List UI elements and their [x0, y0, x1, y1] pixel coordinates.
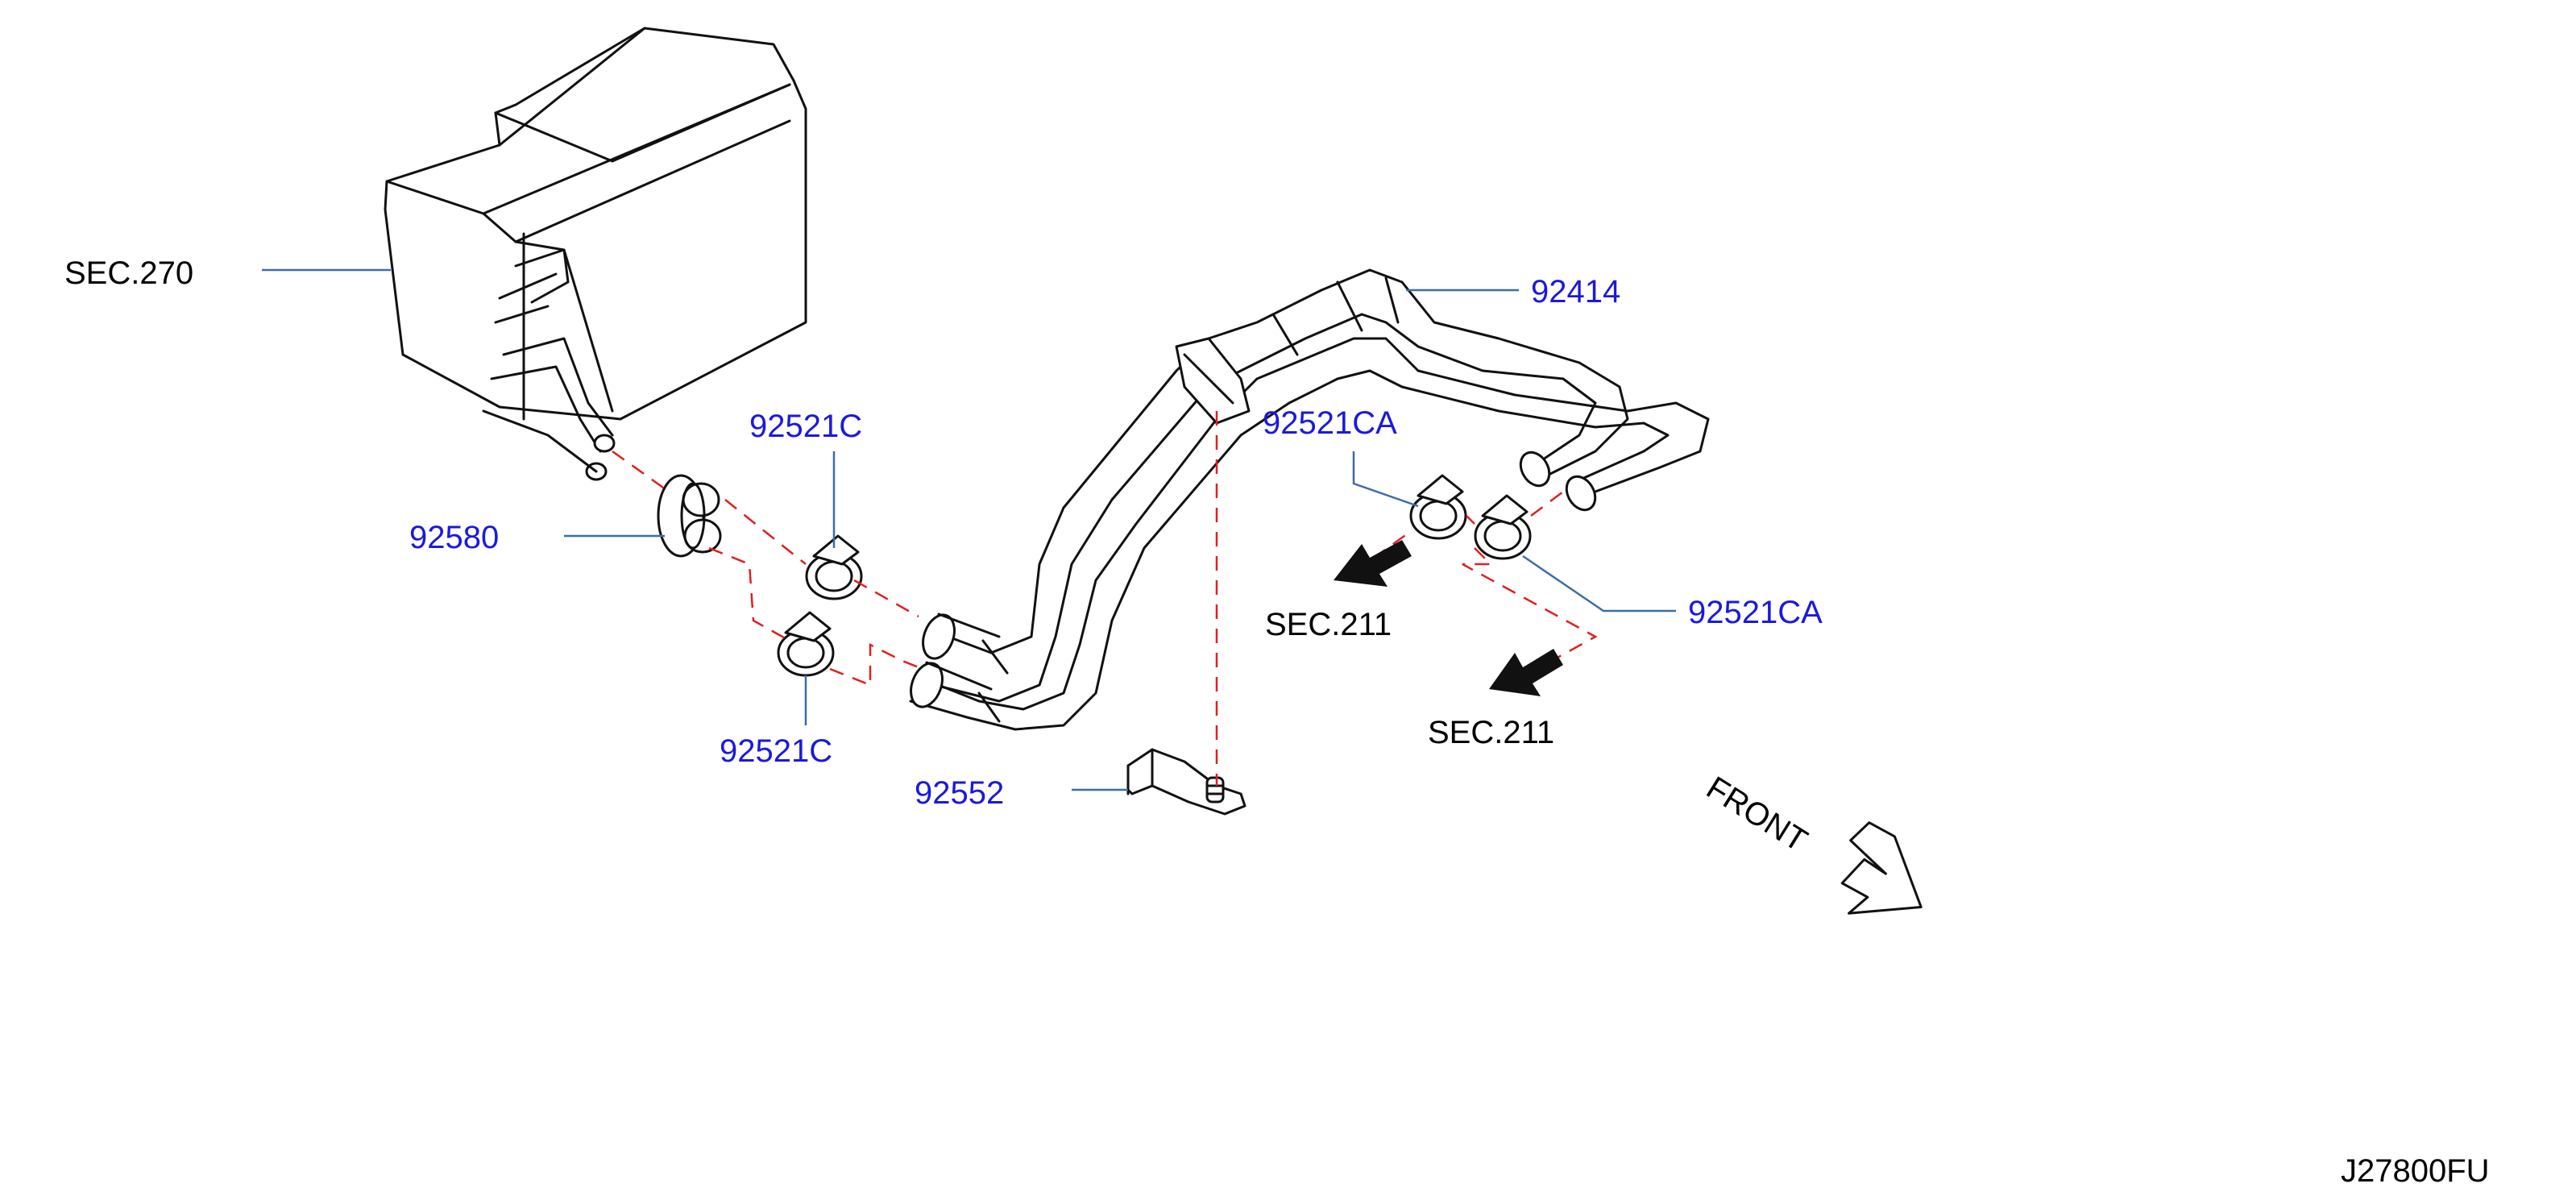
front-arrow-icon: [1840, 821, 1923, 915]
sec270-label[interactable]: SEC.270: [64, 255, 193, 291]
part-number-92552[interactable]: 92552: [915, 775, 1004, 811]
bracket-92552: [1126, 748, 1247, 816]
part-number-92521c-top[interactable]: 92521C: [749, 409, 862, 444]
sec211-arrow-left: [1334, 540, 1412, 587]
grommet-92580: [657, 474, 722, 558]
diagram-code: J27800FU: [2341, 1153, 2490, 1189]
clamp-92521ca-left: [1409, 474, 1467, 540]
part-number-92521ca-right[interactable]: 92521CA: [1688, 595, 1823, 630]
heater-unit: [384, 27, 807, 481]
part-number-92521ca-left[interactable]: 92521CA: [1263, 405, 1397, 441]
clamp-92521ca-right: [1474, 494, 1532, 560]
leader-lines: [262, 268, 1676, 791]
part-number-92414[interactable]: 92414: [1531, 274, 1620, 309]
sec211-label-right[interactable]: SEC.211: [1428, 715, 1554, 750]
part-number-92580[interactable]: 92580: [409, 520, 499, 555]
front-label: FRONT: [1700, 770, 1813, 858]
sec211-label-left[interactable]: SEC.211: [1265, 607, 1392, 642]
clamp-92521c-bottom: [777, 611, 835, 677]
heater-hose-92414: [909, 268, 1710, 731]
clamp-92521c-top: [805, 534, 863, 600]
phantom-lines: [612, 411, 1598, 786]
part-number-92521c-bottom[interactable]: 92521C: [720, 733, 832, 769]
sec211-arrow-right: [1489, 649, 1563, 696]
